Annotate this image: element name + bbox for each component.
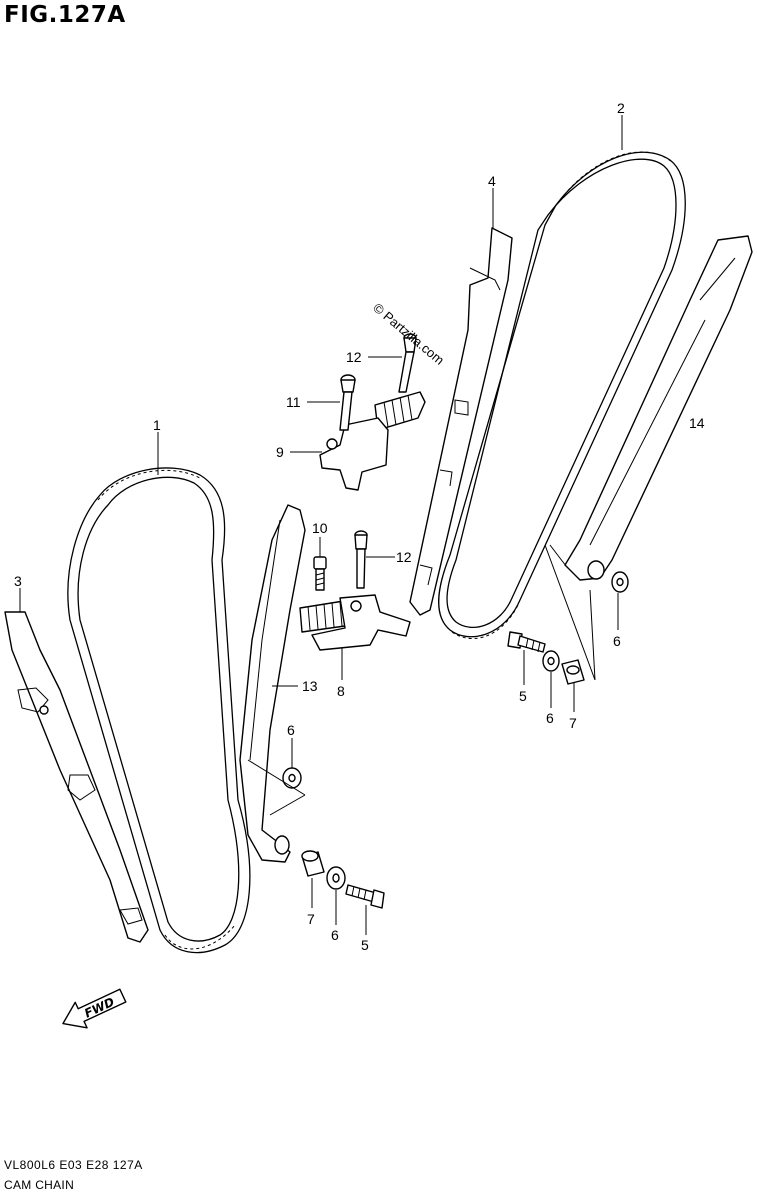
collar-7-rear[interactable] [561,659,585,685]
callout-10: 10 [312,520,328,536]
callout-2: 2 [617,100,625,116]
washer-6-front-guide[interactable] [282,767,302,789]
figure-title: FIG.127A [4,2,126,28]
cam-chain-tensioner-rear[interactable] [319,391,426,491]
callout-11: 11 [286,394,301,410]
assembly-lines [247,544,596,816]
bolt-5-rear[interactable] [507,631,546,653]
callout-12-front: 12 [396,549,412,565]
callout-13: 13 [302,678,318,694]
washer-6-front[interactable] [326,866,346,890]
bolt-11[interactable] [339,374,356,431]
callout-6-front-guide: 6 [287,722,295,738]
fwd-arrow: FWD [62,988,127,1029]
collar-7-front[interactable] [301,850,325,877]
callout-6-rear-guide: 6 [613,633,621,649]
figure-code: VL800L6 E03 E28 127A [4,1158,143,1172]
cam-chain-front[interactable] [67,467,251,954]
cam-chain-tensioner-front[interactable] [299,594,411,651]
callout-4: 4 [488,173,496,189]
cam-chain-guide-front[interactable] [4,611,149,943]
callout-8: 8 [337,683,345,699]
callout-12-rear: 12 [346,349,362,365]
callout-6-rear: 6 [546,710,554,726]
washer-6-rear[interactable] [542,650,560,672]
cam-chain-guide-rear-fixed[interactable] [564,235,753,581]
callout-5-front: 5 [361,937,369,953]
bolt-5-front[interactable] [345,884,385,909]
bolt-10[interactable] [313,556,327,591]
callout-leaders [19,115,623,935]
callout-1: 1 [153,417,161,433]
figure-name: CAM CHAIN [4,1178,75,1192]
washer-6-rear-guide[interactable] [611,571,629,593]
cam-chain-guide-front-fixed[interactable] [239,504,306,863]
callout-7-rear: 7 [569,715,577,731]
callout-3: 3 [14,573,22,589]
callout-9: 9 [276,444,284,460]
callout-6-front: 6 [331,927,339,943]
callout-7-front: 7 [307,911,315,927]
bolt-12-rear[interactable] [398,333,417,393]
callout-5-rear: 5 [519,688,527,704]
cam-chain-guide-rear[interactable] [409,227,513,616]
bolt-12-front[interactable] [354,530,368,589]
cam-chain-rear[interactable] [438,151,686,640]
callout-14: 14 [689,415,705,431]
